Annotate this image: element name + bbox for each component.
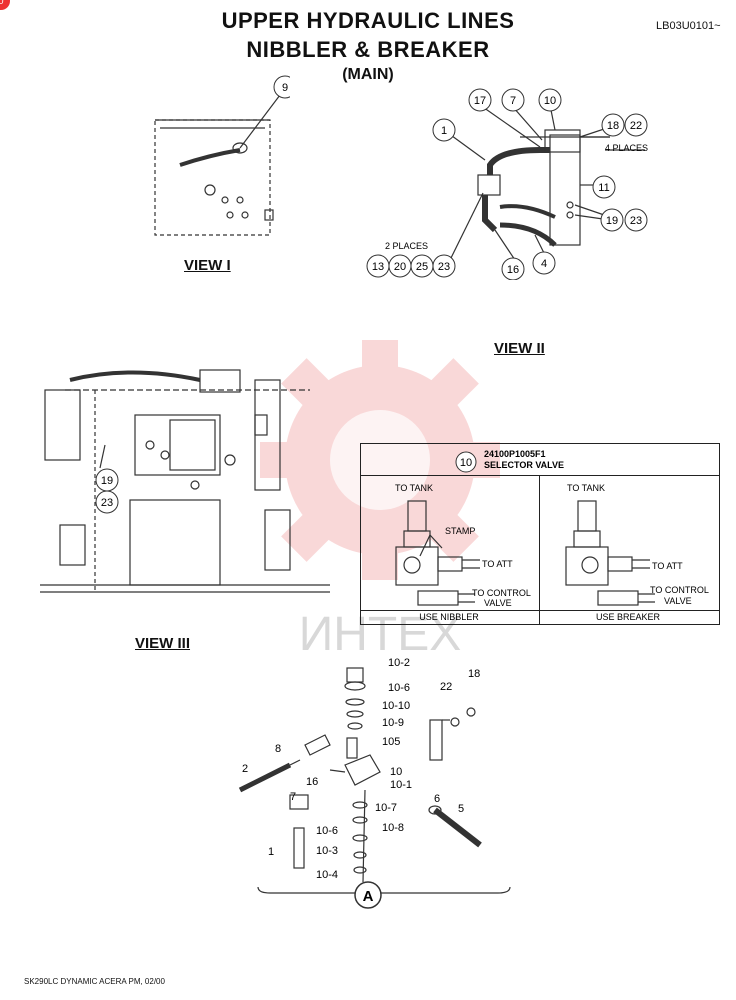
detail-label-2: 2 [242,763,248,775]
nibbler-caption: USE NIBBLER [419,612,479,622]
detail-label-5: 5 [458,803,464,815]
view-3-callout-19: 19 [101,475,113,487]
detail-label-8: 8 [275,743,281,755]
view-2-callout-1: 1 [441,125,447,137]
detail-label-6: 6 [434,793,440,805]
view-2-callout-13: 13 [372,261,384,273]
nibbler-valve: VALVE [484,598,512,608]
document-code: LB03U0101~ [656,20,721,32]
view-2-callout-4: 4 [541,258,547,270]
detail-label-1: 1 [268,846,274,858]
view-1-drawing: 9 [154,75,290,236]
view-2-callout-22: 22 [630,120,642,132]
selector-valve-caption-line [361,610,719,611]
view-2-callout-25: 25 [416,261,428,273]
corner-badge: 0 [0,0,10,10]
detail-label-105: 105 [382,736,400,748]
detail-label-10-4: 10-4 [316,869,338,881]
view-2-callout-23: 23 [630,215,642,227]
view-1-label: VIEW I [184,257,231,274]
two-places-note: 2 PLACES [385,241,428,251]
view-2-callout-18: 18 [607,120,619,132]
detail-label-10-2: 10-2 [388,657,410,669]
title-line-3: (MAIN) [342,66,394,83]
detail-label-10-6-bottom: 10-6 [316,825,338,837]
selector-callout-10: 10 [460,457,472,469]
view-1-callout-9: 9 [282,82,288,94]
detail-label-10-9: 10-9 [382,717,404,729]
breaker-to-tank: TO TANK [567,483,605,493]
breaker-to-att: TO ATT [652,561,683,571]
view-2-callout-10: 10 [544,95,556,107]
detail-label-10: 10 [390,766,402,778]
view-3-label: VIEW III [135,635,191,652]
detail-label-10-1: 10-1 [390,779,412,791]
breaker-to-control: TO CONTROL [650,585,709,595]
detail-label-10-10: 10-10 [382,700,410,712]
detail-label-7: 7 [290,791,296,803]
detail-label-22: 22 [440,681,452,693]
view-2-drawing: 17 7 10 18 22 1 11 19 23 13 20 25 23 16 … [366,88,648,280]
nibbler-stamp: STAMP [445,526,475,536]
selector-valve-drawing: 10 24100P1005F1 SELECTOR VALVE TO TANK S… [395,449,709,622]
selector-valve-divider [539,475,540,624]
view-2-callout-11: 11 [598,182,609,194]
watermark-text: ИНТЕХ [299,608,462,661]
breaker-caption: USE BREAKER [596,612,661,622]
breaker-valve: VALVE [664,596,692,606]
four-places-note: 4 PLACES [605,143,648,153]
view-2-callout-17: 17 [474,95,486,107]
title-line-2: NIBBLER & BREAKER [246,37,490,62]
view-2-label: VIEW II [494,340,545,357]
detail-label-10-3: 10-3 [316,845,338,857]
detail-a-drawing: A 10-2 10-6 10-10 10-9 105 10 10-1 10-7 … [238,657,511,909]
detail-label-10-8: 10-8 [382,822,404,834]
selector-valve-box [360,443,720,625]
view-2-callout-23b: 23 [438,261,450,273]
detail-label-10-7: 10-7 [375,802,397,814]
view-2-callout-19: 19 [606,215,618,227]
nibbler-to-control: TO CONTROL [472,588,531,598]
detail-label-10-6-top: 10-6 [388,682,410,694]
view-3-drawing: 19 23 [40,369,330,593]
view-3-callout-23: 23 [101,497,113,509]
footer-text: SK290LC DYNAMIC ACERA PM, 02/00 [24,977,165,986]
view-2-callout-20: 20 [394,261,406,273]
nibbler-to-tank: TO TANK [395,483,433,493]
detail-label-16: 16 [306,776,318,788]
view-2-callout-7: 7 [510,95,516,107]
selector-valve-header [361,444,719,476]
selector-part-number: 24100P1005F1 [484,449,546,459]
detail-label-18: 18 [468,668,480,680]
view-2-callout-16: 16 [507,264,519,276]
detail-a-circle-label: A [363,888,374,905]
watermark-gear: ИНТЕХ [260,340,500,661]
title-line-1: UPPER HYDRAULIC LINES [221,8,515,33]
nibbler-to-att: TO ATT [482,559,513,569]
selector-name: SELECTOR VALVE [484,460,564,470]
